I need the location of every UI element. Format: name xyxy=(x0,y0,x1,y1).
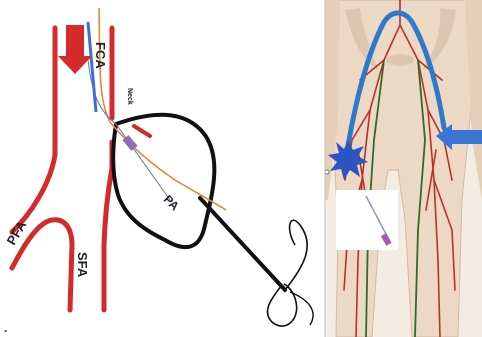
artery-walls xyxy=(12,28,112,310)
red-pointer xyxy=(134,126,150,136)
stray-period: . xyxy=(4,321,7,335)
label-sfa: SFA xyxy=(75,252,90,278)
pseudoaneurysm-sac xyxy=(113,115,214,247)
left-schematic: FCA Neck PA PFA SFA . xyxy=(4,8,313,335)
fca-right-wall-lower xyxy=(104,142,112,310)
down-arrow-icon xyxy=(58,25,92,74)
right-anatomy xyxy=(325,0,482,337)
fca-left-wall xyxy=(12,28,55,232)
suture-needle-icon xyxy=(200,198,313,326)
pubic-bone xyxy=(386,54,414,66)
guide-wire xyxy=(99,8,226,210)
label-neck: Neck xyxy=(126,88,133,105)
label-pa: PA xyxy=(161,192,182,213)
marker-dot xyxy=(325,170,329,174)
label-fca: FCA xyxy=(93,42,108,69)
